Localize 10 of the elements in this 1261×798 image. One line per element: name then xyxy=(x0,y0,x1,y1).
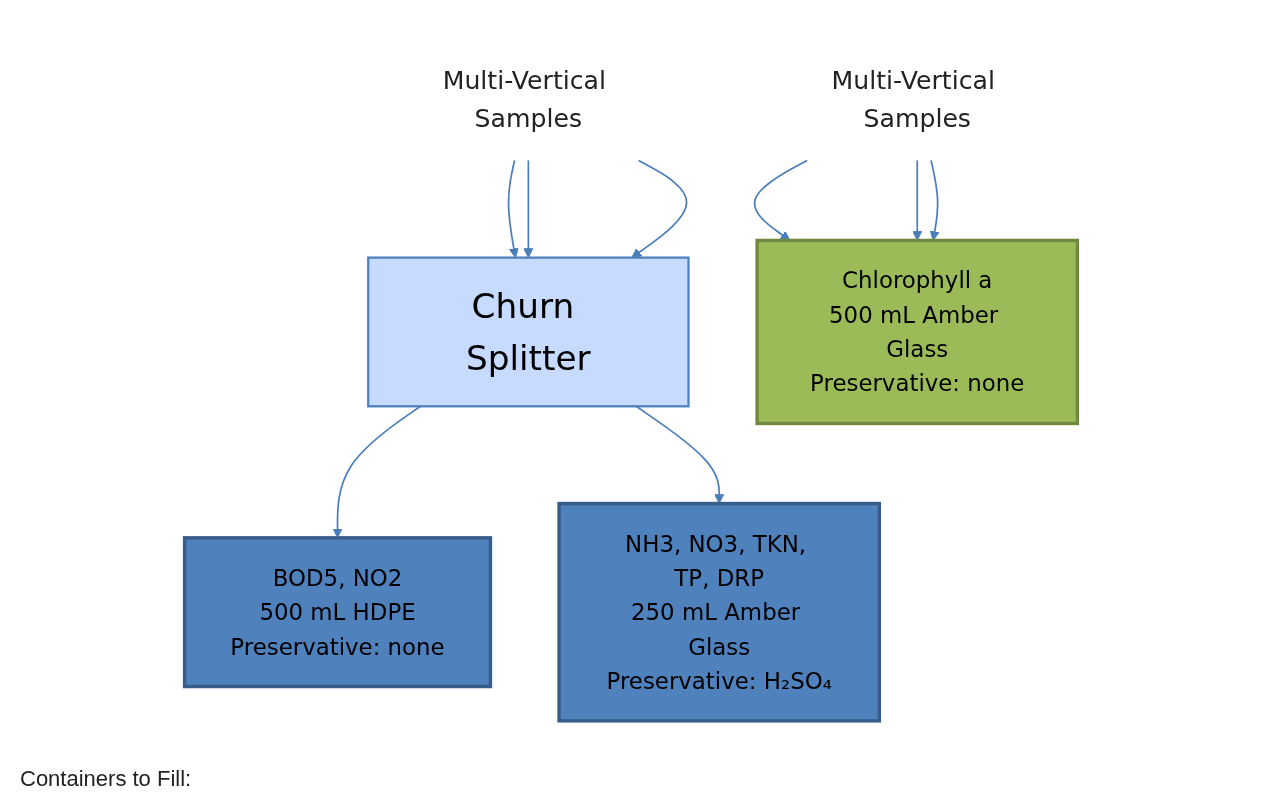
node-box: BOD5, NO2 500 mL HDPE Preservative: none xyxy=(182,536,492,689)
node-box: NH3, NO3, TKN, TP, DRP 250 mL Amber Glass Preservative: H₂SO₄ xyxy=(556,501,881,723)
section-heading: Containers to Fill: xyxy=(20,766,192,792)
arrow xyxy=(929,159,940,241)
arrow xyxy=(753,159,808,241)
node-box: Churn Splitter xyxy=(366,256,690,408)
arrow xyxy=(911,159,922,241)
node-box: Chlorophyll a 500 mL Amber Glass Preservative: none xyxy=(754,238,1079,426)
node-text: Multi-Vertical Samples xyxy=(831,66,995,133)
node-text: Multi-Vertical Samples xyxy=(442,66,606,133)
